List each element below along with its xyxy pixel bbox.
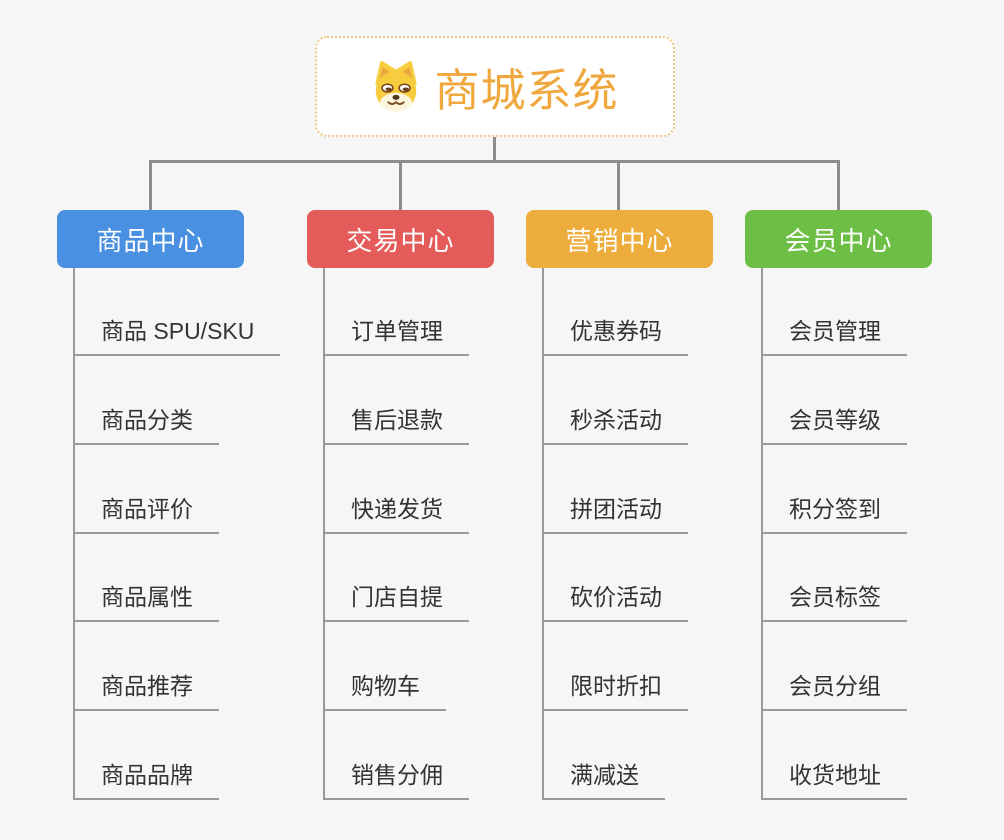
connector-drop-marketing <box>617 160 620 211</box>
root-node[interactable]: 商城系统 <box>315 36 675 137</box>
connector-root-stem <box>493 137 496 162</box>
branch-leaves-product-center: 商品 SPU/SKU 商品分类 商品评价 商品属性 商品推荐 商品品牌 <box>57 210 317 820</box>
leaf-item[interactable]: 商品评价 <box>73 492 219 534</box>
connector-drop-trade <box>399 160 402 211</box>
leaf-item[interactable]: 商品品牌 <box>73 758 219 800</box>
branch-header-marketing-center[interactable]: 营销中心 <box>526 210 713 268</box>
connector-drop-member <box>837 160 840 211</box>
connector-horizontal-bar <box>149 160 840 163</box>
leaf-item[interactable]: 会员管理 <box>761 314 907 356</box>
leaf-item[interactable]: 快递发货 <box>323 492 469 534</box>
leaf-item[interactable]: 收货地址 <box>761 758 907 800</box>
leaf-item[interactable]: 秒杀活动 <box>542 403 688 445</box>
leaf-item[interactable]: 砍价活动 <box>542 580 688 622</box>
leaf-item[interactable]: 积分签到 <box>761 492 907 534</box>
branch-line-product-center <box>73 268 75 800</box>
leaf-item[interactable]: 销售分佣 <box>323 758 469 800</box>
leaf-item[interactable]: 商品属性 <box>73 580 219 622</box>
connector-drop-product <box>149 160 152 211</box>
branch-trade-center: 交易中心 订单管理 售后退款 快递发货 门店自提 购物车 销售分佣 <box>307 210 567 820</box>
branch-member-center: 会员中心 会员管理 会员等级 积分签到 会员标签 会员分组 收货地址 <box>745 210 1004 820</box>
branch-product-center: 商品中心 商品 SPU/SKU 商品分类 商品评价 商品属性 商品推荐 商品品牌 <box>57 210 317 820</box>
branch-header-trade-center[interactable]: 交易中心 <box>307 210 494 268</box>
branch-line-member-center <box>761 268 763 800</box>
leaf-item[interactable]: 会员标签 <box>761 580 907 622</box>
leaf-item[interactable]: 优惠券码 <box>542 314 688 356</box>
leaf-item[interactable]: 购物车 <box>323 669 446 711</box>
leaf-item[interactable]: 拼团活动 <box>542 492 688 534</box>
leaf-item[interactable]: 限时折扣 <box>542 669 688 711</box>
leaf-item[interactable]: 订单管理 <box>323 314 469 356</box>
branch-header-product-center[interactable]: 商品中心 <box>57 210 244 268</box>
dog-icon <box>375 61 418 112</box>
leaf-item[interactable]: 商品 SPU/SKU <box>73 314 281 356</box>
branch-line-trade-center <box>323 268 325 800</box>
branch-leaves-member-center: 会员管理 会员等级 积分签到 会员标签 会员分组 收货地址 <box>745 210 1004 820</box>
leaf-item[interactable]: 门店自提 <box>323 580 469 622</box>
root-title: 商城系统 <box>434 65 619 116</box>
leaf-item[interactable]: 满减送 <box>542 758 665 800</box>
leaf-item[interactable]: 售后退款 <box>323 403 469 445</box>
branch-marketing-center: 营销中心 优惠券码 秒杀活动 拼团活动 砍价活动 限时折扣 满减送 <box>526 210 786 820</box>
leaf-item[interactable]: 会员分组 <box>761 669 907 711</box>
branch-header-member-center[interactable]: 会员中心 <box>745 210 932 268</box>
leaf-item[interactable]: 商品推荐 <box>73 669 219 711</box>
branch-leaves-trade-center: 订单管理 售后退款 快递发货 门店自提 购物车 销售分佣 <box>307 210 567 820</box>
leaf-item[interactable]: 商品分类 <box>73 403 219 445</box>
leaf-item[interactable]: 会员等级 <box>761 403 907 445</box>
branch-leaves-marketing-center: 优惠券码 秒杀活动 拼团活动 砍价活动 限时折扣 满减送 <box>526 210 786 820</box>
branch-line-marketing-center <box>542 268 544 800</box>
